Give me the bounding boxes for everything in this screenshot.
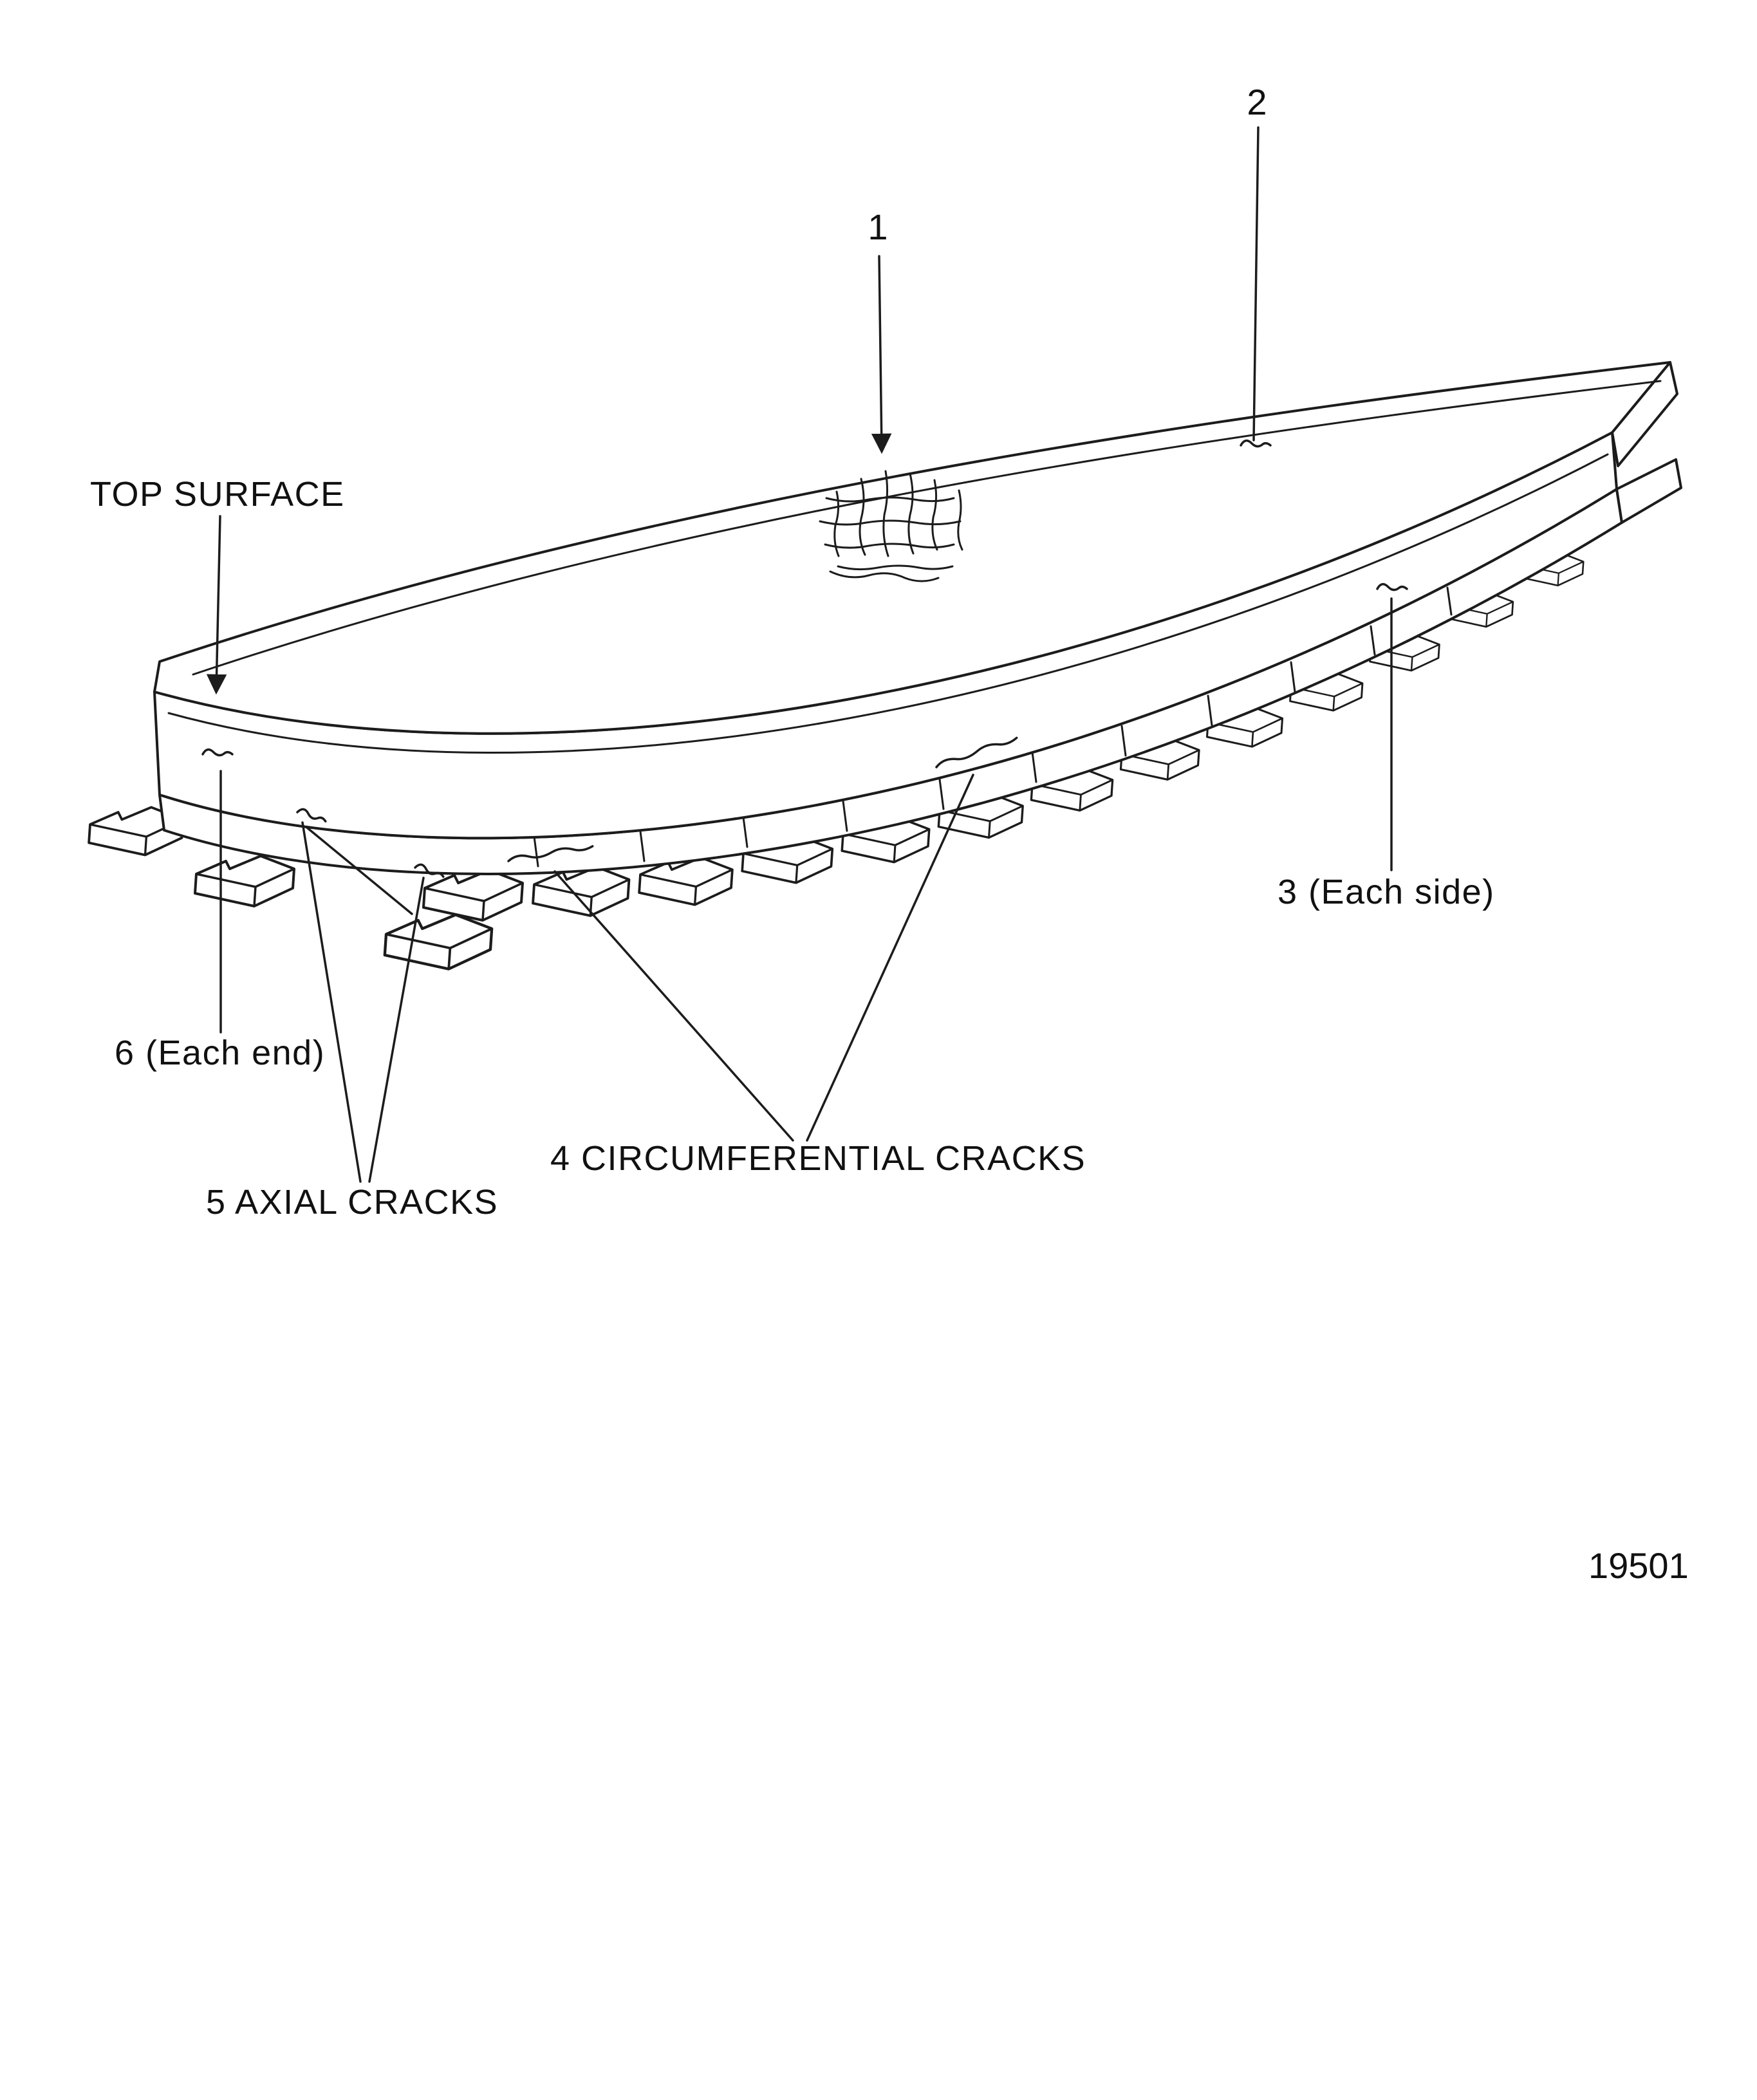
leader-2 [1252, 126, 1260, 441]
crazing-line [825, 496, 955, 503]
crazing-line [824, 543, 955, 549]
leader-lines [206, 126, 1393, 1183]
crazing-line [931, 479, 938, 551]
back-edge-lip [192, 380, 1662, 676]
crazing-line [907, 472, 915, 555]
serration-lug [194, 855, 295, 907]
callout-2-label: 2 [1247, 82, 1267, 122]
top-surface-label: TOP SURFACE [90, 475, 345, 514]
leader-4b [806, 774, 974, 1142]
leader-4a [553, 870, 794, 1142]
callout-3-label: 3 (Each side) [1278, 873, 1495, 911]
serration-lug [532, 866, 631, 917]
strip-end-tab [1615, 458, 1682, 524]
bevel-edge [295, 817, 413, 915]
leader-1 [871, 255, 892, 454]
serration-lug [385, 915, 492, 969]
callout-labels: 1 2 TOP SURFACE 3 (Each side) 6 (Each en… [90, 82, 1689, 1586]
callout-1-label: 1 [868, 207, 888, 247]
serration-lug [422, 869, 524, 922]
strip-division-ticks [533, 586, 1453, 868]
crazing-fringe [829, 570, 940, 582]
leader-top-surface [206, 515, 227, 695]
callout-5-label: 5 AXIAL CRACKS [206, 1183, 498, 1222]
crazing-line [819, 519, 962, 526]
figure-number: 19501 [1588, 1545, 1689, 1586]
crazing-patch [819, 470, 963, 582]
callout-4-label: 4 CIRCUMFERENTIAL CRACKS [550, 1139, 1086, 1178]
leader-5b [368, 877, 425, 1183]
crazing-line [837, 564, 954, 571]
right-end-face [1611, 361, 1678, 467]
crazing-line [957, 489, 963, 551]
leader-5a [301, 821, 362, 1183]
front-edge-highlight [167, 453, 1609, 754]
callout-6-label: 6 (Each end) [115, 1034, 325, 1072]
crazing-line [859, 478, 866, 556]
